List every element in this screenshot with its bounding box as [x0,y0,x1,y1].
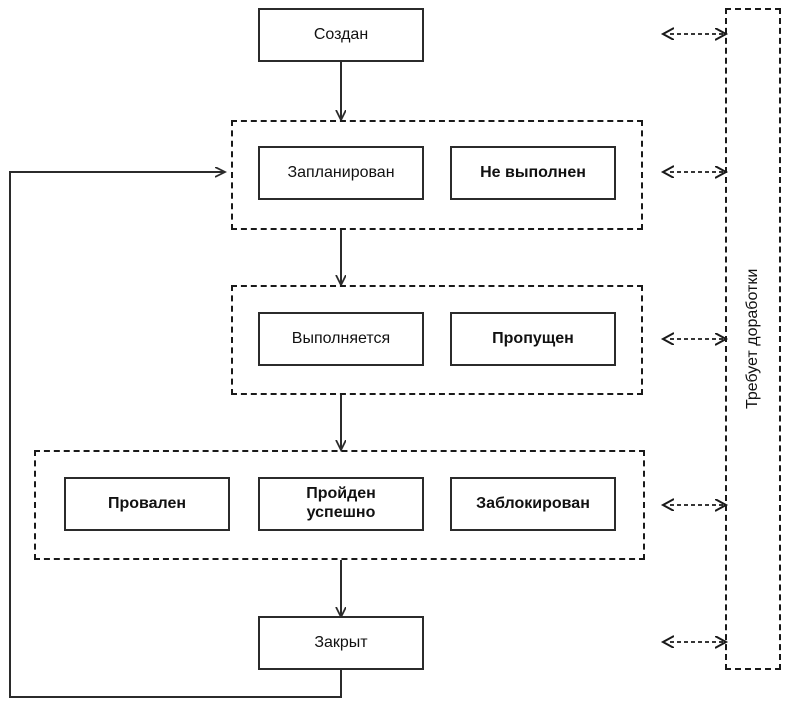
rework-panel-label: Требует доработки [744,268,761,409]
state-node-closed[interactable]: Закрыт [258,616,424,670]
state-node-skipped-label: Пропущен [492,329,574,347]
state-node-created-label: Создан [313,25,369,43]
state-node-skipped[interactable]: Пропущен [450,312,616,366]
state-node-blocked[interactable]: Заблокирован [450,477,616,531]
state-node-in-progress[interactable]: Выполняется [258,312,424,366]
state-node-failed[interactable]: Провален [64,477,230,531]
state-node-blocked-label: Заблокирован [476,494,590,512]
state-node-not-executed[interactable]: Не выполнен [450,146,616,200]
state-node-closed-label: Закрыт [314,633,368,651]
state-node-passed-label-line-1: Пройден [306,485,376,503]
state-node-planned[interactable]: Запланирован [258,146,424,200]
state-node-created[interactable]: Создан [258,8,424,62]
state-node-failed-label: Провален [107,494,187,512]
state-node-passed-label-line-2: успешно [306,504,376,521]
state-node-not-executed-label: Не выполнен [480,163,586,181]
state-node-in-progress-label: Выполняется [291,329,391,347]
state-node-passed[interactable]: Пройден успешно [258,477,424,531]
state-node-planned-label: Запланирован [287,163,395,181]
